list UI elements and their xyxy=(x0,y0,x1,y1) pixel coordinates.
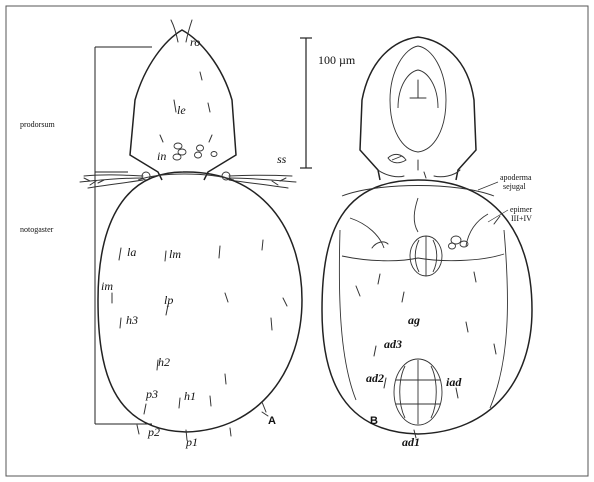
sternal-line xyxy=(414,198,418,232)
lamellar-seta-mark-right xyxy=(208,103,210,112)
notogaster-outline xyxy=(98,172,302,432)
lamellar-seta-mark xyxy=(174,100,176,112)
notogastral-setae xyxy=(112,240,287,440)
epimer-leader xyxy=(488,210,508,222)
epimer-label-line2: III+IV xyxy=(511,214,532,223)
region-bracket xyxy=(95,47,152,424)
prodorsal-mark xyxy=(200,72,202,80)
epimer-mark-left xyxy=(372,242,388,248)
figure-border xyxy=(6,6,588,476)
seta-label-le: le xyxy=(177,103,186,117)
ventral-view-b: ag ad3 ad2 iad ad1 B apoderma sejugal ep… xyxy=(322,37,533,449)
sensillus-left xyxy=(80,172,150,188)
seta-label-lm: lm xyxy=(169,247,181,261)
seta-label-p3: p3 xyxy=(145,387,158,401)
apoderma-leader xyxy=(478,182,498,190)
ventral-inner-line xyxy=(339,230,356,400)
seta-label-p2: p2 xyxy=(147,425,160,439)
scale-bar-label: 100 µm xyxy=(318,53,356,67)
seta-label-ro: ro xyxy=(190,35,200,49)
ventral-body-outline xyxy=(322,180,532,434)
mentum-mark xyxy=(410,80,426,98)
seta-label-ss: ss xyxy=(277,152,287,166)
dorsal-view-a: prodorsum notogaster xyxy=(20,20,302,449)
seta-label-ad3: ad3 xyxy=(384,337,402,351)
tubercles xyxy=(173,143,217,160)
seta-label-in: in xyxy=(157,149,166,163)
epimer-seta-right xyxy=(494,216,500,224)
anal-plates xyxy=(394,359,442,425)
seta-label-iad: iad xyxy=(446,375,462,389)
seta-label-ad1: ad1 xyxy=(402,435,420,449)
notogaster-label: notogaster xyxy=(20,225,54,234)
seta-label-lp: lp xyxy=(164,293,173,307)
panel-letter-b: B xyxy=(370,415,378,427)
genital-plates xyxy=(410,236,442,276)
seta-label-im: im xyxy=(101,279,113,293)
interlamellar-mark-left xyxy=(160,135,163,142)
seta-label-h1: h1 xyxy=(184,389,196,403)
seta-label-h2: h2 xyxy=(158,355,170,369)
apodeme-right xyxy=(466,214,488,246)
apodeme-left xyxy=(350,218,384,248)
seta-label-la: la xyxy=(127,245,136,259)
rostral-seta-left xyxy=(171,20,178,42)
ventral-anterior-outline xyxy=(360,37,476,180)
panel-letter-a: A xyxy=(268,415,276,427)
interlamellar-mark-right xyxy=(209,135,212,142)
seta-label-ag: ag xyxy=(408,313,420,327)
seta-label-ad2: ad2 xyxy=(366,371,384,385)
epimer-granules xyxy=(449,236,469,249)
scale-bar: 100 µm xyxy=(300,38,356,168)
apoderma-label-line2: sejugal xyxy=(503,182,526,191)
coxal-region-marks xyxy=(378,154,460,178)
ventral-setae xyxy=(356,272,496,438)
epimer-label-line1: epimer xyxy=(510,205,533,214)
epimeral-border xyxy=(342,254,504,261)
prodorsum-label: prodorsum xyxy=(20,120,55,129)
seta-label-h3: h3 xyxy=(126,313,138,327)
seta-label-p1: p1 xyxy=(185,435,198,449)
apoderma-label-line1: apoderma xyxy=(500,173,532,182)
